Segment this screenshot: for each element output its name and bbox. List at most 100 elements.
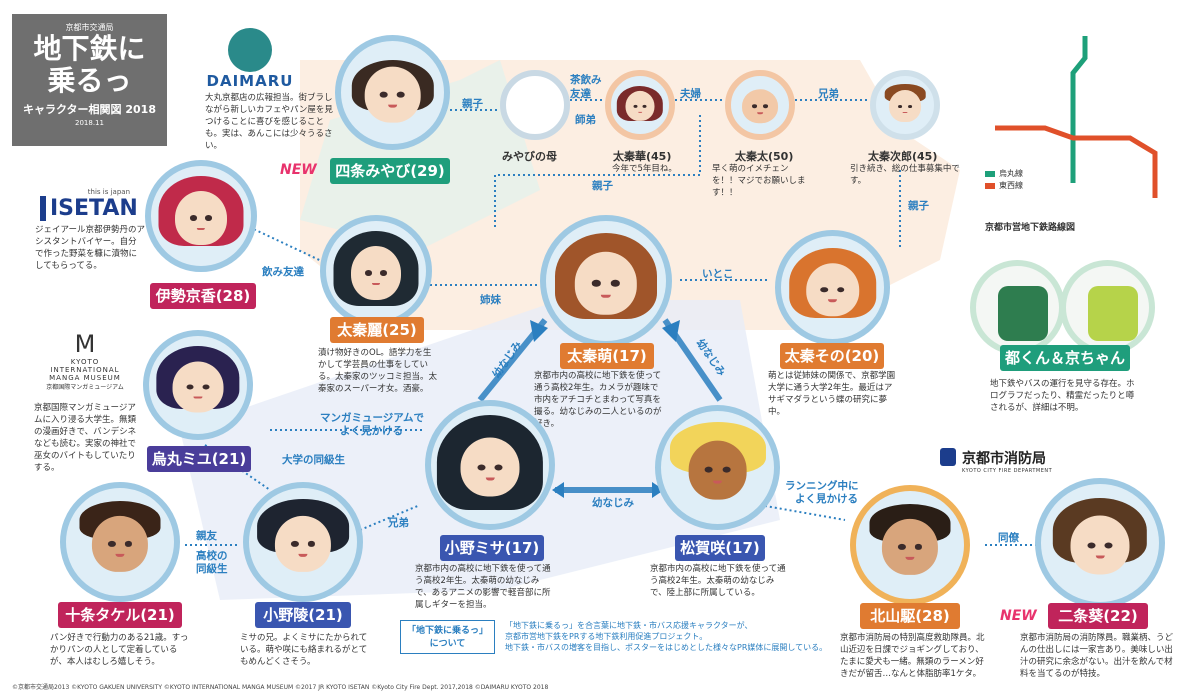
desc-rei: 漬け物好きのOL。語学力を生かして学芸員の仕事をしている。太秦家のツッコミ担当。… [318, 348, 438, 394]
rel-oyako-jiro: 親子 [908, 200, 929, 212]
title-line1: 地下鉄に [33, 32, 146, 65]
train-mascot-icon [1088, 286, 1138, 341]
name-takeru: 十条タケル(21) [58, 602, 182, 628]
org-label: 京都市交通局 [65, 23, 114, 32]
title-box: 京都市交通局 地下鉄に 乗るっ キャラクター相関図 2018 2018.11 [12, 14, 167, 146]
name-miyakun: 都くん＆京ちゃん [1000, 345, 1130, 371]
name-ise: 伊勢京香(28) [150, 283, 256, 309]
portrait-jiro [870, 70, 940, 140]
name-hana: 太秦華(45) [613, 150, 672, 163]
arrow-saki-up [662, 320, 680, 342]
rel-shitei: 師弟 [575, 114, 596, 126]
name-futoshi: 太秦太(50) [735, 150, 794, 163]
rel-doryo: 同僚 [998, 532, 1019, 544]
portrait-sono [775, 230, 890, 345]
desc-jiro: 引き続き、総の仕事募集中です。 [850, 164, 960, 186]
portrait-kakeru [850, 485, 970, 605]
title-date: 2018.11 [75, 119, 104, 127]
new-badge-miyabi: NEW [280, 162, 317, 178]
subway-caption: 京都市営地下鉄路線図 [985, 223, 1076, 233]
subway-legend: 烏丸線 東西線 [985, 168, 1023, 192]
portrait-miyabi [335, 35, 450, 150]
name-moe: 太秦萌(17) [560, 343, 654, 369]
rel-running-line1: ランニング中に [785, 480, 859, 492]
desc-saki: 京都市内の高校に地下鉄を使って通う高校2年生。太秦萌の幼なじみで、陸上部に所属し… [650, 564, 786, 598]
rel-running-line2: よく見かける [795, 493, 858, 505]
portrait-rei [320, 215, 432, 327]
desc-hana: 今年で5年目ね。 [612, 164, 677, 174]
portrait-miyabi-mother [500, 70, 570, 140]
portrait-moe [540, 215, 672, 347]
rel-shinyu: 親友 [196, 530, 217, 542]
desc-sono: 萌とは従姉妹の関係で、京都学園大学に通う大学2年生。最近はアサギマダラという蝶の… [768, 371, 896, 417]
about-body: 「地下鉄に乗るっ」を合言葉に地下鉄・市バス応援キャラクターが、 京都市営地下鉄を… [505, 621, 828, 652]
portrait-futoshi [725, 70, 795, 140]
portrait-ise [145, 160, 257, 272]
desc-futoshi: 早く萌のイメチェンを！！マジでお願いします！！ [712, 164, 806, 198]
desc-miyabi: 大丸京都店の広報担当。街ブラしながら新しいカフェやパン屋を見つけることに喜びを感… [205, 93, 333, 151]
rel-oyako-miyabi: 親子 [462, 98, 483, 110]
arrow-misa-up [530, 320, 548, 342]
rel-fufu: 夫婦 [680, 88, 701, 100]
desc-miyakun: 地下鉄やバスの運行を見守る存在。ホログラフだったり、精霊だったりと噂されるが、詳… [990, 379, 1135, 413]
portrait-misa [425, 400, 555, 530]
desc-takeru: パン好きで行動力のある21歳。すっかりパンの人として定着しているが、本人はむしろ… [50, 633, 189, 667]
rel-oyako-family: 親子 [592, 180, 613, 192]
name-misa: 小野ミサ(17) [440, 535, 544, 561]
fire-emblem-icon [940, 448, 956, 466]
name-miyabi-mother: みやびの母 [502, 150, 557, 163]
name-jiro: 太秦次郎(45) [868, 150, 938, 163]
portrait-takeru [60, 482, 180, 602]
isetan-logo: this is japan ISETAN [40, 188, 138, 221]
desc-moe: 京都市内の高校に地下鉄を使って通う高校2年生。カメラが趣味で市内をアチコチとまわ… [534, 371, 662, 429]
portrait-miyu [143, 330, 253, 440]
friend-band [300, 60, 540, 250]
name-ryo: 小野陵(21) [255, 602, 351, 628]
rel-itoko: いとこ [702, 268, 734, 280]
rel-kyodai: 兄弟 [818, 88, 839, 100]
title-subtitle: キャラクター相関図 2018 [22, 103, 156, 116]
desc-misa: 京都市内の高校に地下鉄を使って通う高校2年生。太秦萌の幼なじみで、あるアニメの影… [415, 564, 551, 610]
name-miyabi: 四条みやび(29) [330, 158, 450, 184]
rel-tomodachi: 友達 [570, 88, 591, 100]
desc-ise: ジェイアール京都伊勢丹のアシスタントバイヤー。自分で作った野菜を糠に漬物にしても… [35, 225, 145, 271]
portrait-ryo [243, 482, 363, 602]
desc-aoi: 京都市消防局の消防隊員。職業柄、うどんの仕出しには一家言あり。美味しい出汁の研究… [1020, 633, 1174, 679]
portrait-saki [655, 405, 780, 530]
title-line2: 乗るっ [47, 64, 132, 97]
manga-museum-logo: M KYOTO INTERNATIONAL MANGA MUSEUM 京都国際マ… [40, 330, 130, 391]
name-rei: 太秦麗(25) [330, 317, 424, 343]
rel-nomitomo: 飲み友達 [262, 266, 304, 278]
desc-kakeru: 京都市消防局の特別高度救助隊員。北山近辺を日課でジョギングしており、たまに愛犬も… [840, 633, 985, 679]
rel-koko-line2: 同級生 [196, 563, 228, 575]
rel-daigaku: 大学の同級生 [282, 454, 345, 466]
rel-manga-line2: よく見かける [340, 425, 403, 437]
name-saki: 松賀咲(17) [675, 535, 765, 561]
name-aoi: 二条葵(22) [1048, 603, 1148, 629]
daimaru-mark-icon [228, 28, 272, 72]
fire-dept-logo: 京都市消防局 KYOTO CITY FIRE DEPARTMENT [940, 448, 1080, 474]
portrait-kyochan [1060, 260, 1155, 355]
rel-osananajimi-misa-saki: 幼なじみ [592, 497, 634, 509]
new-badge-aoi: NEW [1000, 608, 1037, 624]
manga-m-icon: M [74, 330, 96, 358]
name-sono: 太秦その(20) [780, 343, 884, 369]
subway-map: 烏丸線 東西線 京都市営地下鉄路線図 [985, 28, 1185, 238]
name-miyu: 烏丸ミユ(21) [147, 446, 251, 472]
rel-koko-line1: 高校の [196, 550, 228, 562]
copyright-footer: ©京都市交通局2013 ©KYOTO GAKUEN UNIVERSITY ©KY… [12, 684, 549, 691]
desc-ryo: ミサの兄。よくミサにたかられている。萌や咲にも絡まれるがとてもめんどくさそう。 [240, 633, 368, 667]
portrait-hana [605, 70, 675, 140]
rel-manga-line1: マンガミュージアムで [320, 412, 425, 424]
name-kakeru: 北山駆(28) [860, 603, 960, 629]
rel-chanomi: 茶飲み [570, 74, 602, 86]
daimaru-logo: DAIMARU [205, 28, 295, 90]
about-title-box: 「地下鉄に乗るっ」 について [400, 620, 495, 654]
arrow-right [652, 482, 664, 498]
desc-miyu: 京都国際マンガミュージアムに入り浸る大学生。無類の漫画好きで、バンデシネなども読… [34, 403, 137, 473]
portrait-aoi [1035, 478, 1165, 608]
train-mascot-icon [998, 286, 1048, 341]
rel-kyodai-ono: 兄弟 [388, 517, 409, 529]
arrow-left [552, 482, 564, 498]
